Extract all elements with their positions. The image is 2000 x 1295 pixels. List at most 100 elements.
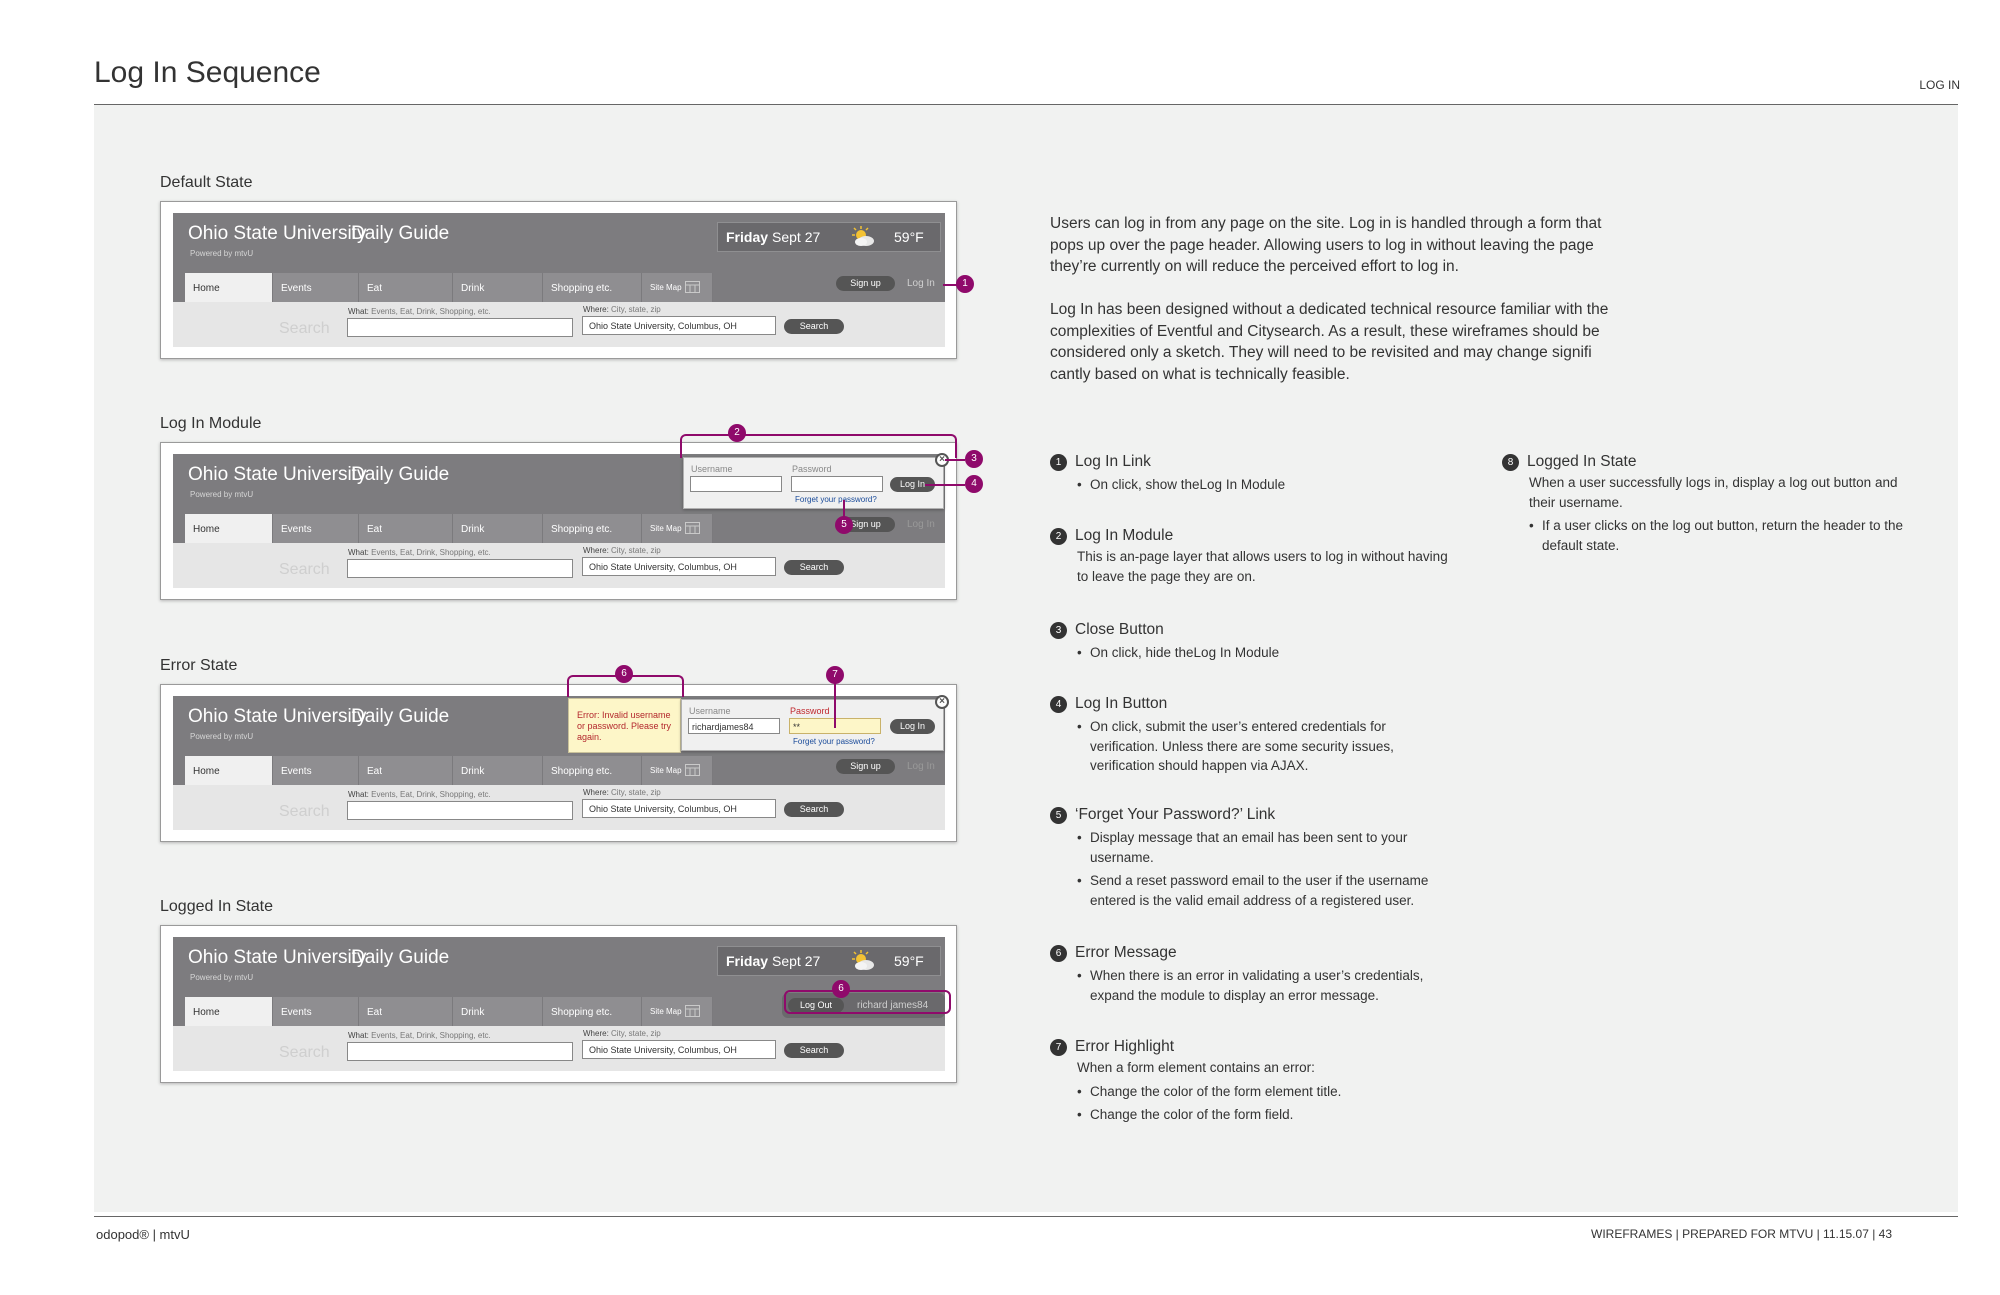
what-hint: Events, Eat, Drink, Shopping, etc.	[371, 307, 491, 316]
signup-button[interactable]: Sign up	[836, 759, 895, 774]
login-button[interactable]: Log In	[890, 477, 935, 492]
tab-home[interactable]: Home	[185, 997, 273, 1026]
tab-drink[interactable]: Drink	[453, 514, 543, 543]
legend-text: When a form element contains an error:	[1077, 1060, 1315, 1075]
tab-home[interactable]: Home	[185, 514, 273, 543]
tab-eat[interactable]: Eat	[359, 514, 453, 543]
legend-bullet: On click, show theLog In Module	[1077, 475, 1450, 495]
login-link[interactable]: Log In	[907, 761, 935, 772]
powered-by: Powered by mtvU	[190, 249, 254, 258]
search-button[interactable]: Search	[784, 560, 844, 575]
tab-events[interactable]: Events	[273, 756, 359, 785]
search-button[interactable]: Search	[784, 1043, 844, 1058]
powered-by: Powered by mtvU	[190, 732, 254, 741]
tab-drink[interactable]: Drink	[453, 997, 543, 1026]
search-ghost-label: Search	[279, 803, 330, 820]
where-input[interactable]: Ohio State University, Columbus, OH	[582, 1040, 776, 1059]
legend-bullet: Change the color of the form field.	[1077, 1105, 1450, 1125]
username-field[interactable]	[690, 476, 782, 492]
legend-title-text: Log In Link	[1075, 453, 1151, 470]
tab-label: Drink	[461, 1007, 485, 1018]
tab-label: Drink	[461, 524, 485, 535]
what-input[interactable]	[347, 801, 573, 820]
tab-eat[interactable]: Eat	[359, 997, 453, 1026]
tab-shopping[interactable]: Shopping etc.	[543, 273, 642, 302]
legend-title-text: ‘Forget Your Password?’ Link	[1075, 806, 1276, 823]
where-input[interactable]: Ohio State University, Columbus, OH	[582, 316, 776, 335]
logout-button[interactable]: Log Out	[788, 998, 844, 1013]
forgot-password-link[interactable]: Forget your password?	[795, 495, 877, 504]
forgot-password-link[interactable]: Forget your password?	[793, 737, 875, 746]
legend-bullet: Change the color of the form element tit…	[1077, 1082, 1450, 1102]
tab-site-map[interactable]: Site Map	[642, 756, 713, 785]
weather-partly-cloudy-icon	[852, 950, 874, 970]
what-input[interactable]	[347, 1042, 573, 1061]
legend-text: When a user successfully logs in, displa…	[1529, 475, 1898, 510]
tab-drink[interactable]: Drink	[453, 756, 543, 785]
tab-events[interactable]: Events	[273, 273, 359, 302]
legend-bullet: Send a reset password email to the user …	[1077, 871, 1450, 910]
legend-title-text: Log In Module	[1075, 527, 1174, 544]
where-input[interactable]: Ohio State University, Columbus, OH	[582, 799, 776, 818]
header-mockup: Ohio State University Daily Guide Powere…	[160, 925, 957, 1083]
signup-button[interactable]: Sign up	[836, 276, 895, 291]
username-field[interactable]: richardjames84	[688, 718, 780, 734]
tab-site-map[interactable]: Site Map	[642, 514, 713, 543]
temperature: 59°F	[894, 953, 924, 969]
site-header: Ohio State University Daily Guide Powere…	[173, 213, 945, 302]
tab-drink[interactable]: Drink	[453, 273, 543, 302]
site-name[interactable]: Ohio State University	[188, 223, 367, 244]
tab-eat[interactable]: Eat	[359, 756, 453, 785]
number-badge-icon: 2	[1050, 528, 1067, 545]
login-button[interactable]: Log In	[890, 719, 935, 734]
tab-eat[interactable]: Eat	[359, 273, 453, 302]
tab-home[interactable]: Home	[185, 273, 273, 302]
number-badge-icon: 4	[1050, 696, 1067, 713]
what-label: What: Events, Eat, Drink, Shopping, etc.	[348, 1031, 491, 1040]
site-name[interactable]: Ohio State University	[188, 947, 367, 968]
legend-item-body: When there is an error in validating a u…	[1050, 966, 1450, 1005]
close-icon[interactable]: ×	[935, 695, 949, 709]
legend-item-title: 3 Close Button	[1050, 621, 1450, 639]
error-message: Error: Invalid username or password. Ple…	[568, 698, 681, 753]
intro-paragraph-2: Log In has been designed without a dedic…	[1050, 301, 1609, 383]
tab-site-map[interactable]: Site Map	[642, 273, 713, 302]
site-name[interactable]: Ohio State University	[188, 706, 367, 727]
footer-brand: odopod® | mtvU	[96, 1227, 190, 1242]
callout-3: 3	[965, 450, 983, 468]
legend-title-text: Close Button	[1075, 621, 1164, 638]
what-input[interactable]	[347, 559, 573, 578]
tab-site-map[interactable]: Site Map	[642, 997, 713, 1026]
search-button[interactable]: Search	[784, 802, 844, 817]
search-button[interactable]: Search	[784, 319, 844, 334]
state-label: Default State	[160, 174, 253, 191]
calendar-icon	[685, 764, 700, 776]
site-name[interactable]: Ohio State University	[188, 464, 367, 485]
tab-shopping[interactable]: Shopping etc.	[543, 997, 642, 1026]
legend-title-text: Log In Button	[1075, 695, 1168, 712]
username-label: Username	[691, 464, 733, 474]
number-badge-icon: 3	[1050, 622, 1067, 639]
guide-title: Daily Guide	[351, 947, 450, 968]
login-link[interactable]: Log In	[907, 519, 935, 530]
where-input[interactable]: Ohio State University, Columbus, OH	[582, 557, 776, 576]
legend-bullet: Display message that an email has been s…	[1077, 828, 1450, 867]
calendar-icon	[685, 522, 700, 534]
what-input[interactable]	[347, 318, 573, 337]
login-link[interactable]: Log In	[907, 278, 935, 289]
legend-item-body: This is an-page layer that allows users …	[1050, 547, 1450, 586]
tab-events[interactable]: Events	[273, 997, 359, 1026]
section-tag: LOG IN	[1919, 78, 1960, 92]
tab-shopping[interactable]: Shopping etc.	[543, 756, 642, 785]
tab-home[interactable]: Home	[185, 756, 273, 785]
callout-line	[834, 682, 836, 728]
tab-label: Drink	[461, 283, 485, 294]
tab-events[interactable]: Events	[273, 514, 359, 543]
tab-label: Home	[193, 283, 220, 294]
tab-shopping[interactable]: Shopping etc.	[543, 514, 642, 543]
password-field[interactable]	[791, 476, 883, 492]
